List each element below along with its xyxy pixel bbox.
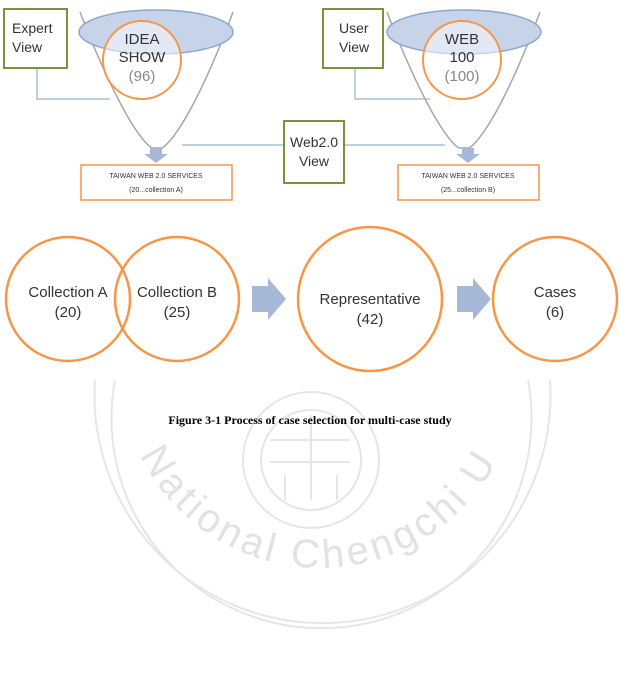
circle-cases-name: Cases <box>534 284 577 301</box>
view-box-expert-line1: Expert <box>12 20 53 36</box>
view-box-expert: Expert View <box>3 8 68 69</box>
funnel-left: IDEA SHOW (96) <box>78 9 234 149</box>
circle-collection-b: Collection B (25) <box>113 235 241 363</box>
right-arrow-2 <box>457 278 491 320</box>
funnel-right-source-line1: WEB <box>445 31 479 48</box>
view-box-user: User View <box>322 8 384 69</box>
result-box-right-line2: (25...collection B) <box>441 187 495 194</box>
view-box-expert-line2: View <box>12 39 43 55</box>
funnel-left-source-circle <box>102 20 182 100</box>
result-box-left: TAIWAN WEB 2.0 SERVICES (20...collection… <box>80 164 233 201</box>
circle-collection-b-name: Collection B <box>137 284 217 301</box>
connector-user <box>354 68 430 100</box>
down-arrow-right <box>456 148 480 163</box>
view-box-user-line1: User <box>339 20 369 36</box>
funnel-right-source-line2: 100 <box>449 49 474 66</box>
view-box-web20-line2: View <box>299 153 330 169</box>
circle-collection-a-count: (20) <box>55 304 82 321</box>
funnel-right: WEB 100 (100) <box>386 9 542 149</box>
figure-caption: Figure 3-1 Process of case selection for… <box>168 413 452 427</box>
circle-collection-b-count: (25) <box>164 304 191 321</box>
funnel-right-source-count: (100) <box>444 68 479 85</box>
circle-cases: Cases (6) <box>491 235 619 363</box>
connector-lines <box>36 68 445 146</box>
circle-representative-count: (42) <box>357 311 384 328</box>
result-box-right-line1: TAIWAN WEB 2.0 SERVICES <box>421 173 515 180</box>
funnel-left-source-count: (96) <box>129 68 156 85</box>
view-box-web20-line1: Web2.0 <box>290 134 338 150</box>
funnel-left-source-line1: IDEA <box>124 31 159 48</box>
circle-collection-a: Collection A (20) <box>4 235 132 363</box>
result-box-right: TAIWAN WEB 2.0 SERVICES (25...collection… <box>397 164 540 201</box>
circle-cases-count: (6) <box>546 304 564 321</box>
down-arrow-left <box>144 148 168 163</box>
funnel-left-source-line2: SHOW <box>119 49 167 66</box>
funnel-right-source-circle <box>422 20 502 100</box>
connector-expert <box>36 68 110 100</box>
view-box-web20: Web2.0 View <box>283 120 345 184</box>
right-arrow-1 <box>252 278 286 320</box>
circle-representative: Representative (42) <box>296 225 444 373</box>
circle-representative-name: Representative <box>320 291 421 308</box>
circle-collection-a-name: Collection A <box>28 284 107 301</box>
result-box-left-line2: (20...collection A) <box>129 187 183 194</box>
result-box-left-line1: TAIWAN WEB 2.0 SERVICES <box>109 173 203 180</box>
view-box-user-line2: View <box>339 39 370 55</box>
